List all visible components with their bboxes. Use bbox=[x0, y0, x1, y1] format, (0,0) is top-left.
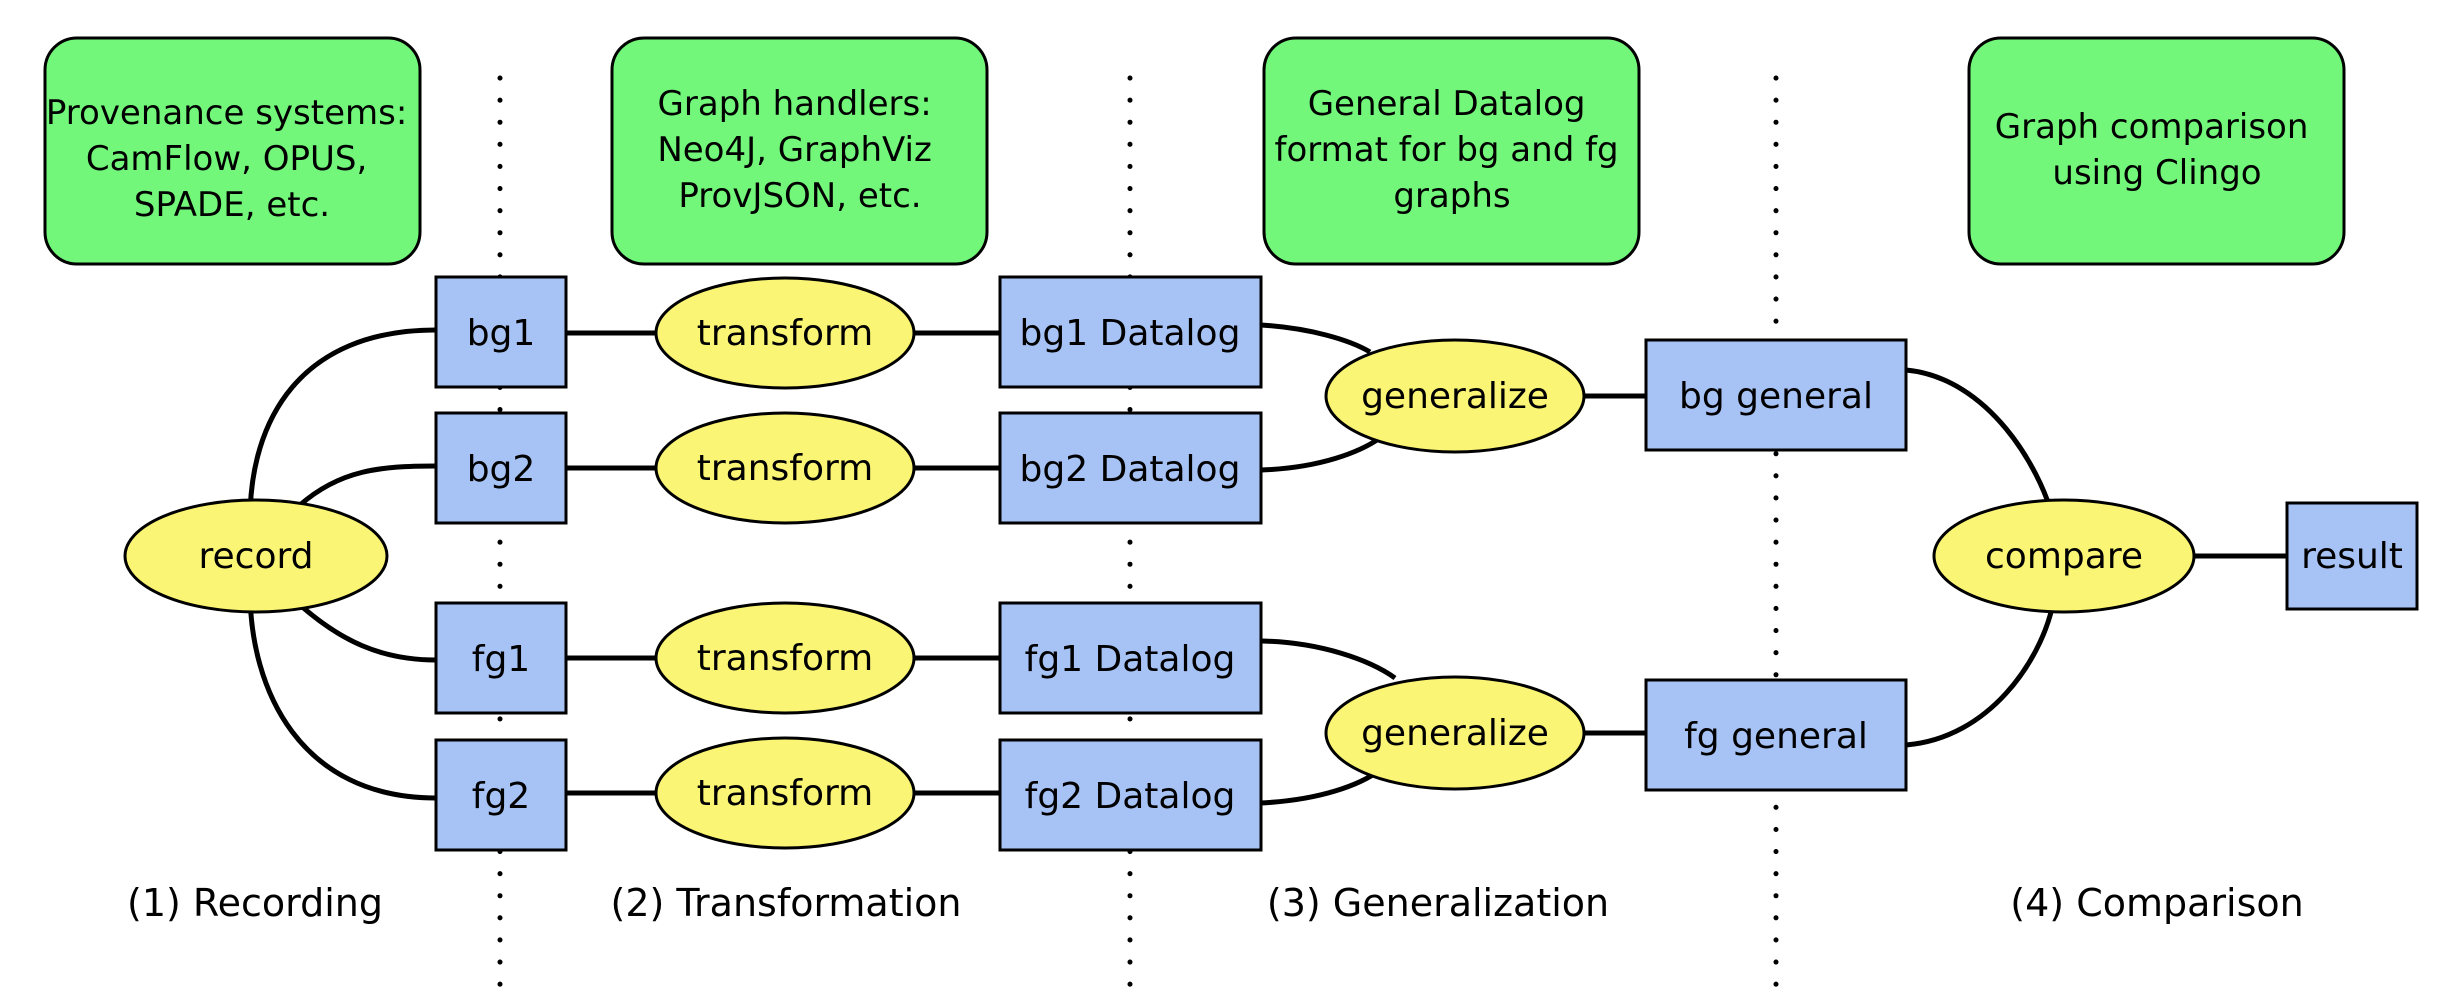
transform-bg2-label: transform bbox=[697, 448, 873, 489]
info-graph-handlers-line2: Neo4J, GraphViz bbox=[657, 130, 932, 170]
bg2-datalog-label: bg2 Datalog bbox=[1020, 449, 1241, 490]
fg2-box bbox=[434, 738, 568, 852]
svg-text:Provenance systems: CamF: Provenance systems: CamFlow, OPUS, SPADE… bbox=[46, 93, 418, 225]
bg1-label: bg1 bbox=[467, 313, 536, 354]
info-comparison-line2: using Clingo bbox=[2052, 153, 2261, 193]
svg-text:General Datalog format f: General Datalog format for bg and fg gra… bbox=[1275, 84, 1630, 216]
info-provenance-line2: CamFlow, OPUS, bbox=[86, 139, 367, 179]
bg1-box bbox=[434, 275, 568, 389]
generalize-fg-label: generalize bbox=[1361, 713, 1549, 754]
bg2-datalog-box bbox=[998, 411, 1263, 525]
transform-fg2-label: transform bbox=[697, 773, 873, 814]
bg-general-box bbox=[1644, 338, 1908, 452]
transform-fg1-label: transform bbox=[697, 638, 873, 679]
info-provenance-line3: SPADE, etc. bbox=[134, 185, 330, 225]
info-boxes: Provenance systems: CamFlow, OPUS, SPADE… bbox=[43, 36, 2346, 266]
edge-fg2-datalog-generalize bbox=[1260, 767, 1382, 806]
phase-recording-label: (1) Recording bbox=[127, 881, 383, 925]
bg2-label: bg2 bbox=[467, 449, 536, 490]
info-graph-handlers-line1: Graph handlers: bbox=[658, 84, 932, 124]
info-box-datalog-format bbox=[1262, 36, 1641, 266]
edge-fg1-datalog-generalize bbox=[1260, 638, 1397, 681]
generalize-fg-ellipse bbox=[1324, 675, 1586, 791]
fg1-label: fg1 bbox=[472, 639, 530, 680]
info-datalog-format-line3: graphs bbox=[1393, 176, 1510, 216]
compare-label: compare bbox=[1985, 536, 2143, 577]
compare-ellipse bbox=[1932, 498, 2196, 614]
graph-boxes bbox=[434, 275, 2419, 852]
phase-labels: (1) Recording (2) Transformation (3) Gen… bbox=[127, 881, 2304, 925]
phase-transformation-label: (2) Transformation bbox=[611, 881, 962, 925]
edge-bg1-datalog-generalize bbox=[1260, 322, 1372, 355]
transform-bg1-label: transform bbox=[697, 313, 873, 354]
svg-text:Graph handlers: Neo4J, G: Graph handlers: Neo4J, GraphViz ProvJSON… bbox=[657, 84, 942, 216]
edge-record-bg1 bbox=[247, 327, 437, 521]
transform-fg1-ellipse bbox=[654, 601, 916, 715]
fg-general-box bbox=[1644, 678, 1908, 792]
info-provenance-line1: Provenance systems: bbox=[46, 93, 407, 133]
phase-generalization-label: (3) Generalization bbox=[1267, 881, 1609, 925]
fg1-datalog-box bbox=[998, 601, 1263, 715]
generalize-bg-ellipse bbox=[1324, 338, 1586, 454]
edges bbox=[247, 322, 2287, 806]
edge-record-fg2 bbox=[247, 589, 437, 801]
info-comparison-line1: Graph comparison bbox=[1995, 107, 2309, 147]
result-box bbox=[2285, 501, 2419, 611]
record-label: record bbox=[199, 536, 314, 577]
svg-text:Graph comparison using C: Graph comparison using Clingo bbox=[1995, 107, 2319, 193]
edge-record-bg2 bbox=[298, 463, 437, 507]
node-labels: record bg1 bg2 fg1 fg2 transform transfo… bbox=[199, 313, 2403, 817]
edge-record-fg1 bbox=[298, 603, 437, 663]
fg2-datalog-box bbox=[998, 738, 1263, 852]
fg2-datalog-label: fg2 Datalog bbox=[1025, 776, 1236, 817]
phase-comparison-label: (4) Comparison bbox=[2010, 881, 2303, 925]
transform-bg2-ellipse bbox=[654, 411, 916, 525]
fg1-datalog-label: fg1 Datalog bbox=[1025, 639, 1236, 680]
info-graph-handlers-line3: ProvJSON, etc. bbox=[678, 176, 921, 216]
fg-general-label: fg general bbox=[1684, 716, 1868, 757]
info-box-comparison bbox=[1967, 36, 2346, 266]
edge-fg-general-compare bbox=[1905, 607, 2055, 748]
info-box-provenance bbox=[43, 36, 422, 266]
result-label: result bbox=[2301, 536, 2403, 577]
bg1-datalog-label: bg1 Datalog bbox=[1020, 313, 1241, 354]
info-box-graph-handlers bbox=[610, 36, 989, 266]
bg1-datalog-box bbox=[998, 275, 1263, 389]
bg2-box bbox=[434, 411, 568, 525]
edge-bg2-datalog-generalize bbox=[1260, 435, 1382, 473]
fg1-box bbox=[434, 601, 568, 715]
transform-fg2-ellipse bbox=[654, 736, 916, 850]
fg2-label: fg2 bbox=[472, 776, 530, 817]
generalize-bg-label: generalize bbox=[1361, 376, 1549, 417]
info-datalog-format-line1: General Datalog bbox=[1308, 84, 1586, 124]
transform-bg1-ellipse bbox=[654, 276, 916, 390]
record-ellipse bbox=[123, 498, 389, 614]
bg-general-label: bg general bbox=[1679, 376, 1873, 417]
operation-ellipses bbox=[123, 276, 2196, 850]
edge-bg-general-compare bbox=[1905, 367, 2055, 516]
info-datalog-format-line2: format for bg and fg bbox=[1275, 130, 1619, 170]
